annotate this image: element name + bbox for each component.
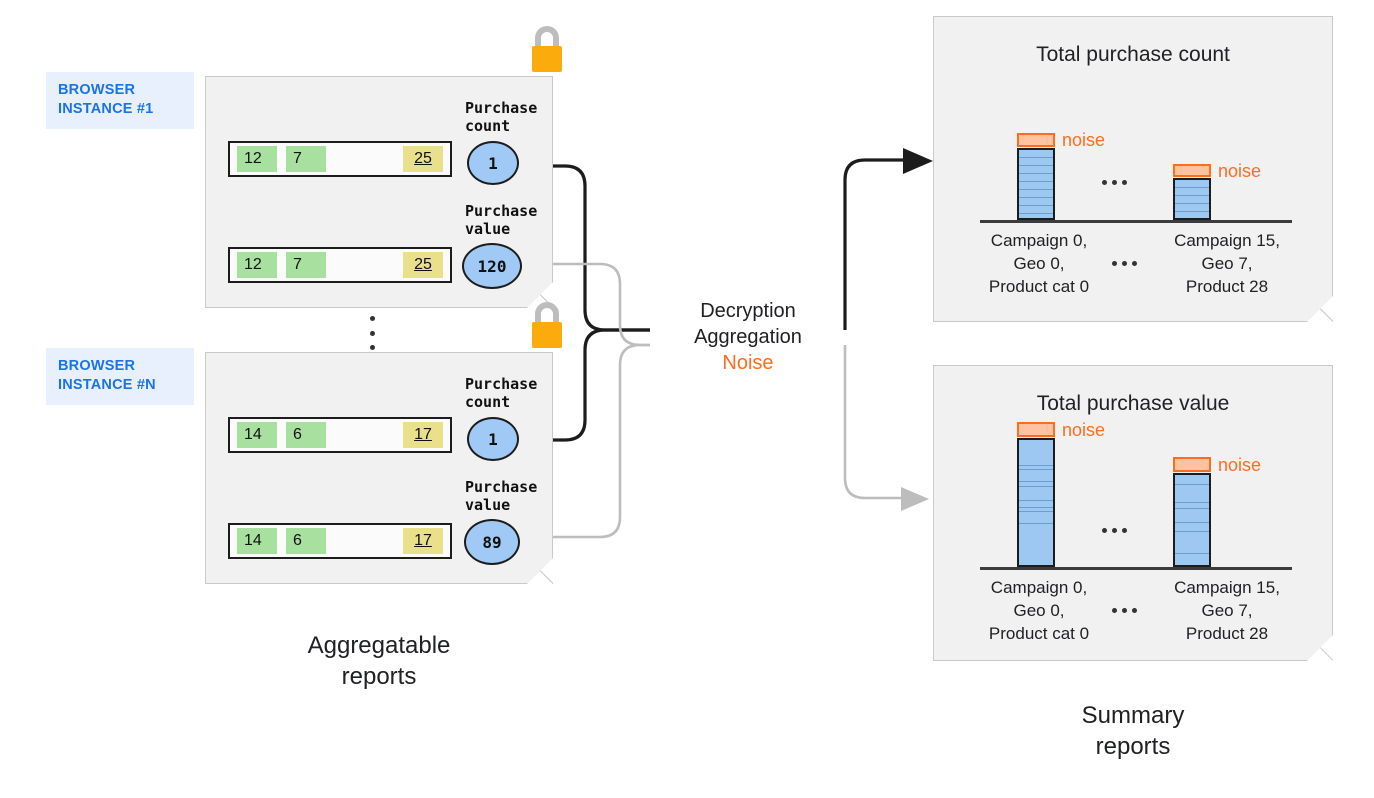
metric-label-purchase-value: Purchase value	[465, 478, 538, 514]
padlock-icon	[525, 22, 569, 78]
wire-to-count-report	[843, 158, 905, 330]
arrowhead-count-report	[903, 148, 933, 174]
metric-bubble-purchase-value: 120	[462, 243, 522, 289]
report-cell-geo: 6	[286, 422, 326, 448]
browser-instance-1-tag: BROWSER INSTANCE #1	[46, 72, 194, 129]
process-line-noise: Noise	[722, 352, 774, 374]
instances-ellipsis	[367, 316, 377, 350]
report-cell-campaign: 14	[237, 422, 277, 448]
chart-category-label-1: Campaign 0, Geo 0, Product cat 0	[988, 578, 1090, 643]
report-cell-campaign: 14	[237, 528, 277, 554]
panel-fold-corner	[1307, 296, 1333, 322]
browser-instance-1-panel: 12 7 25 Purchase count 1 12 7 25 Purchas…	[205, 76, 553, 308]
wire-to-value-report	[843, 345, 903, 500]
metric-bubble-purchase-count: 1	[467, 417, 519, 461]
caption-aggregatable-reports: Aggregatable reports	[307, 632, 451, 690]
chart-ellipsis	[1102, 180, 1127, 185]
report-cell-campaign: 12	[237, 146, 277, 172]
chart-baseline	[980, 220, 1292, 223]
report-cell-product: 17	[403, 528, 443, 554]
report-cell-product: 25	[403, 146, 443, 172]
chart-category-label-2: Campaign 15, Geo 7, Product 28	[1174, 578, 1280, 643]
ellipsis-dot	[369, 345, 375, 350]
aggregatable-report-row: 12 7 25	[228, 141, 452, 177]
metric-bubble-purchase-value: 89	[464, 519, 520, 565]
noise-label-bar-2: noise	[1218, 161, 1262, 181]
report-cell-geo: 6	[286, 528, 326, 554]
noise-cap-bar-1	[1017, 133, 1055, 147]
chart-title: Total purchase count	[1036, 43, 1230, 66]
noise-label-bar-1: noise	[1062, 420, 1106, 440]
process-line-decryption: Decryption	[700, 300, 796, 322]
process-label: Decryption Aggregation Noise	[668, 298, 828, 376]
ellipsis-dot	[369, 316, 375, 321]
report-cell-product-text: 17	[414, 426, 432, 443]
report-cell-product: 25	[403, 252, 443, 278]
chart-bar-1	[1017, 148, 1055, 220]
chart-ellipsis	[1102, 528, 1127, 533]
report-cell-product-text: 25	[414, 256, 432, 273]
process-line-aggregation: Aggregation	[694, 326, 802, 348]
metric-bubble-purchase-count: 1	[467, 141, 519, 185]
caption-summary-reports: Summary reports	[1081, 702, 1185, 760]
arrowhead-value-report	[901, 487, 929, 511]
noise-cap-bar-2	[1173, 164, 1211, 177]
browser-instance-n-tag: BROWSER INSTANCE #N	[46, 348, 194, 405]
chart-category-label-1: Campaign 0, Geo 0, Product cat 0	[988, 231, 1090, 296]
noise-cap-bar-2	[1173, 457, 1211, 472]
chart-title: Total purchase value	[1036, 392, 1230, 415]
report-cell-product-text: 25	[414, 150, 432, 167]
summary-report-count-panel: Total purchase count noise noise Campaig…	[933, 16, 1333, 322]
summary-report-value-panel: Total purchase value noise noise Campaig…	[933, 365, 1333, 661]
chart-category-ellipsis	[1112, 608, 1137, 613]
aggregatable-report-row: 12 7 25	[228, 247, 452, 283]
metric-label-purchase-count: Purchase count	[465, 375, 538, 411]
noise-cap-bar-1	[1017, 422, 1055, 437]
chart-bar-2	[1173, 473, 1211, 567]
browser-instance-n-panel: 14 6 17 Purchase count 1 14 6 17 Purchas…	[205, 352, 553, 584]
report-cell-campaign: 12	[237, 252, 277, 278]
chart-category-ellipsis	[1112, 261, 1137, 266]
chart-bar-2	[1173, 178, 1211, 220]
padlock-icon	[525, 298, 569, 354]
panel-fold-corner	[527, 558, 553, 584]
metric-label-purchase-count: Purchase count	[465, 99, 538, 135]
report-cell-geo: 7	[286, 252, 326, 278]
noise-label-bar-1: noise	[1062, 130, 1106, 150]
chart-category-label-2: Campaign 15, Geo 7, Product 28	[1174, 231, 1280, 296]
noise-label-bar-2: noise	[1218, 455, 1262, 475]
aggregatable-report-row: 14 6 17	[228, 523, 452, 559]
chart-bar-1	[1017, 438, 1055, 567]
report-cell-geo: 7	[286, 146, 326, 172]
ellipsis-dot	[369, 330, 375, 336]
report-cell-product-text: 17	[414, 532, 432, 549]
chart-baseline	[980, 567, 1292, 570]
metric-label-purchase-value: Purchase value	[465, 202, 538, 238]
report-cell-product: 17	[403, 422, 443, 448]
aggregatable-report-row: 14 6 17	[228, 417, 452, 453]
